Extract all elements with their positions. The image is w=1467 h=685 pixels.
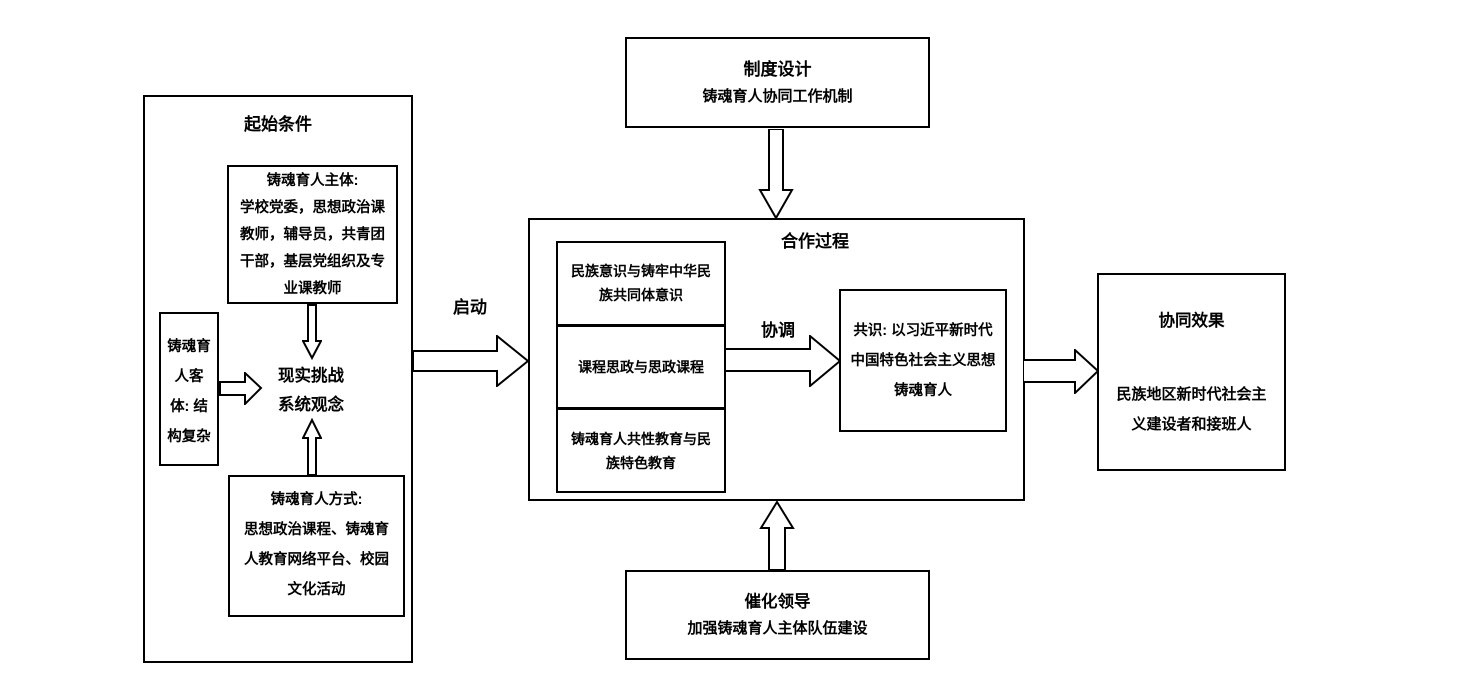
method-box (228, 475, 405, 617)
cooperation-title: 合作过程 (781, 232, 849, 251)
catalyst-subtitle: 加强铸魂育人主体队伍建设 (687, 620, 868, 637)
start-conditions-title: 起始条件 (244, 115, 312, 134)
subject-box (227, 165, 398, 304)
stack-item-curriculum-ideology: 课程思政与思政课程 (558, 323, 724, 408)
arrow-output-icon (1023, 349, 1100, 394)
coordinate-arrow-label: 协调 (761, 321, 795, 340)
effect-title: 协同效果 (1158, 312, 1225, 330)
arrow-start-icon (413, 335, 530, 387)
institution-title: 制度设计 (743, 59, 812, 79)
synergy-effect-box (1097, 273, 1286, 471)
method-text: 铸魂育人方式: 思想政治课程、铸魂育 人教育网络平台、校园 文化活动 (244, 492, 389, 598)
challenge-text: 现实挑战 系统观念 (278, 367, 344, 414)
object-box (159, 312, 219, 466)
consensus-box: 共识: 以习近平新时代 中国特色社会主义思想 铸魂育人 (839, 289, 1007, 432)
arrow-object-right-icon (219, 372, 263, 405)
stack-item-ethnic-consciousness: 民族意识与铸牢中华民 族共同体意识 (571, 263, 711, 304)
arrow-institution-down-icon (758, 129, 794, 220)
catalyst-title: 催化领导 (744, 593, 811, 611)
education-stack: 民族意识与铸牢中华民 族共同体意识 课程思政与思政课程 铸魂育人共性教育与民 族… (556, 241, 726, 493)
arrow-coordinate-icon (725, 335, 842, 387)
subject-text: 铸魂育人主体: 学校党委，思想政治课 教师，辅导员，共青团 干部，基层党组织及专… (240, 173, 385, 297)
institution-design-box: 制度设计 铸魂育人协同工作机制 (625, 37, 930, 128)
arrow-catalyst-up-icon (759, 501, 795, 571)
arrow-method-up-icon (302, 418, 322, 476)
start-arrow-label: 启动 (453, 298, 487, 317)
catalyst-leadership-box: 催化领导 加强铸魂育人主体队伍建设 (625, 570, 930, 660)
consensus-text: 共识: 以习近平新时代 中国特色社会主义思想 铸魂育人 (850, 322, 996, 399)
arrow-subject-down-icon (302, 304, 322, 360)
stack-item-common-education: 铸魂育人共性教育与民 族特色教育 (558, 407, 724, 491)
effect-body: 民族地区新时代社会主 义建设者和接班人 (1116, 386, 1267, 433)
institution-subtitle: 铸魂育人协同工作机制 (702, 87, 853, 105)
object-text: 铸魂育 人客 体: 结 构复杂 (167, 339, 211, 445)
